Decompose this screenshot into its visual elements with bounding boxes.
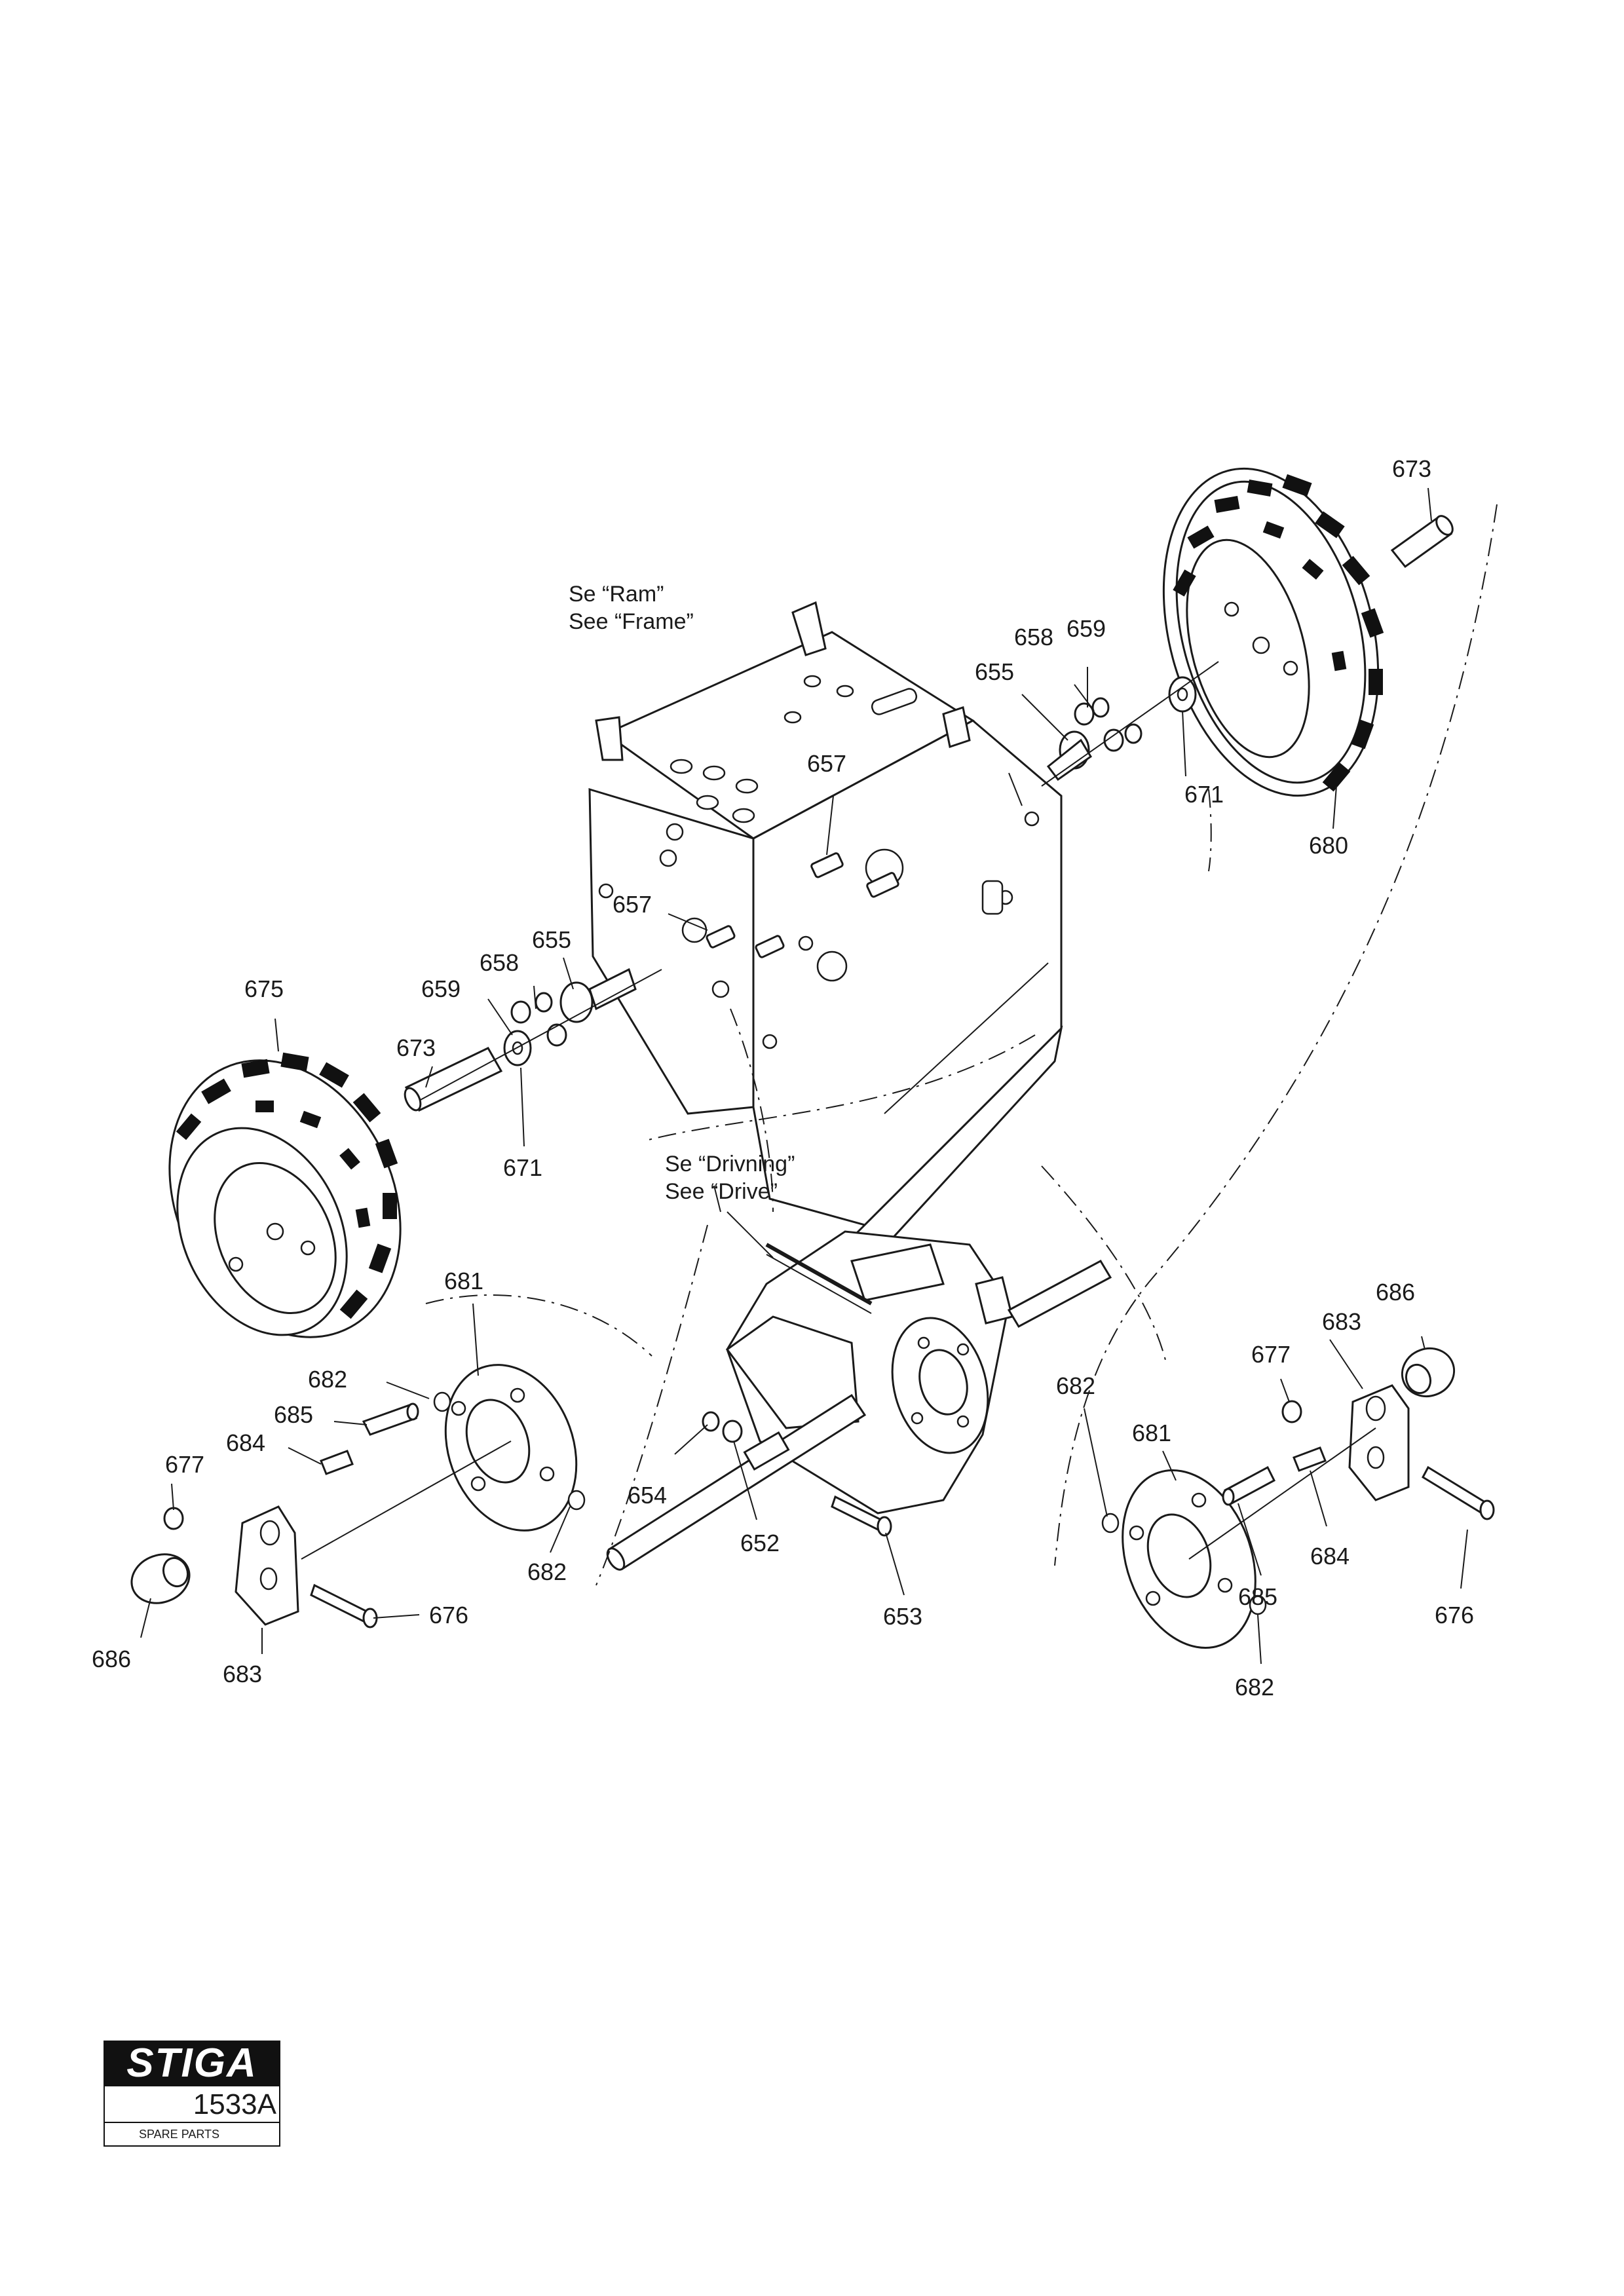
callout-676: 676 (429, 1602, 468, 1628)
callout-682: 682 (1235, 1674, 1274, 1701)
callout-659: 659 (1067, 615, 1106, 642)
callout-653: 653 (883, 1603, 922, 1630)
callout-659: 659 (421, 975, 461, 1002)
callout-685: 685 (274, 1401, 313, 1428)
callout-657: 657 (807, 750, 846, 777)
bolt-657-upper (810, 852, 899, 898)
hardware-left (419, 968, 662, 1101)
callout-657: 657 (613, 891, 652, 918)
alignment-lines (425, 504, 1498, 1586)
hub-assembly-left (130, 1364, 586, 1628)
drawing-code: 1533A (104, 2086, 280, 2123)
callout-683: 683 (223, 1661, 262, 1687)
callout-652: 652 (740, 1530, 780, 1556)
callout-677: 677 (165, 1451, 204, 1478)
callout-686: 686 (92, 1646, 131, 1672)
wheel-675 (168, 1047, 503, 1338)
transmission-drive (606, 1230, 1112, 1571)
callout-675: 675 (244, 975, 284, 1002)
frame-chassis (588, 601, 1063, 1260)
callout-682: 682 (1056, 1372, 1095, 1399)
callout-681: 681 (444, 1268, 483, 1294)
callout-673: 673 (396, 1034, 436, 1061)
callout-671: 671 (503, 1154, 542, 1181)
ref-drive-line1: Se “Drivning” (665, 1152, 795, 1176)
callout-677: 677 (1251, 1341, 1291, 1368)
ref-frame-line1: Se “Ram” (569, 582, 664, 607)
callout-676: 676 (1435, 1602, 1474, 1628)
leader-lines (140, 487, 1468, 1665)
callout-685: 685 (1238, 1583, 1277, 1610)
spare-parts-caption: SPARE PARTS (104, 2123, 280, 2147)
callout-673: 673 (1392, 455, 1431, 482)
callout-684: 684 (226, 1429, 265, 1456)
callout-655: 655 (975, 658, 1014, 685)
callout-658: 658 (1014, 624, 1053, 650)
hub-assembly-right (1101, 1347, 1495, 1649)
wheel-680 (1162, 467, 1454, 797)
stiga-logo: STIGA (104, 2041, 280, 2086)
callout-682: 682 (527, 1558, 567, 1585)
bolt-657-lower (706, 925, 785, 958)
callout-654: 654 (628, 1482, 667, 1509)
callout-671: 671 (1184, 781, 1224, 808)
callout-658: 658 (480, 949, 519, 976)
ref-frame-line2: See “Frame” (569, 609, 694, 634)
callout-684: 684 (1310, 1543, 1350, 1570)
axle-673-right (1390, 515, 1454, 569)
callout-655: 655 (532, 926, 571, 953)
callout-681: 681 (1132, 1420, 1171, 1446)
callout-683: 683 (1322, 1308, 1361, 1335)
callout-686: 686 (1376, 1279, 1415, 1306)
ref-drive-line2: See “Drive” (665, 1179, 778, 1204)
stiga-logo-block: STIGA 1533A SPARE PARTS (104, 2041, 280, 2149)
callout-680: 680 (1309, 832, 1348, 859)
hardware-right (1008, 661, 1219, 806)
callout-682: 682 (308, 1366, 347, 1393)
